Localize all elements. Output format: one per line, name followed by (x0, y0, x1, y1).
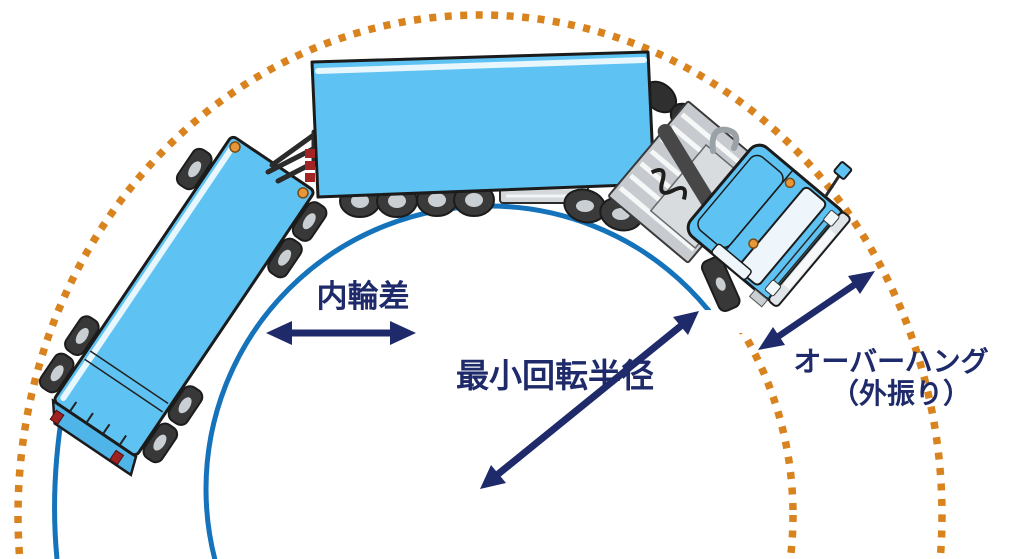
cab-mirror-arm (824, 174, 841, 198)
cab-marker-lamp (784, 177, 796, 189)
exhaust-pipe (709, 126, 740, 154)
trailer-rear-path-arc (52, 407, 66, 559)
truck-marker-light (305, 149, 315, 158)
outer-swing-circle (14, 11, 946, 559)
cab-front-wheel (700, 256, 741, 312)
trailer-taillight (49, 409, 65, 425)
trailer (38, 135, 328, 477)
trailer-wheels (38, 147, 328, 464)
inner-wheel-difference-label: 内輪差 (317, 279, 410, 315)
front-wheel-path-arc (738, 333, 797, 559)
truck-marker-light (305, 173, 315, 182)
cab-headlight (823, 210, 840, 227)
truck-marker-light (305, 161, 315, 170)
cab-headlight (764, 279, 781, 297)
truck-cab (686, 143, 853, 312)
truck (305, 50, 853, 312)
trailer-marker-lamp (297, 187, 309, 199)
trailer-marker-lamp (229, 141, 241, 153)
cab-mirror (833, 161, 853, 180)
min-turning-radius-label: 最小回転半径 (456, 356, 654, 395)
truck-box (305, 50, 656, 199)
overhang-arrow (758, 271, 875, 350)
cab-door-window (711, 243, 752, 281)
overhang-label-line2: （外振り） (831, 377, 971, 410)
trailer-taillight (109, 449, 125, 466)
inner-wheel-difference-arrow (266, 321, 416, 345)
overhang-label-line1: オーバーハング (793, 345, 988, 378)
cab-step (748, 288, 769, 308)
cab-marker-lamp (748, 238, 759, 249)
min-turning-radius-arrow (480, 311, 699, 489)
